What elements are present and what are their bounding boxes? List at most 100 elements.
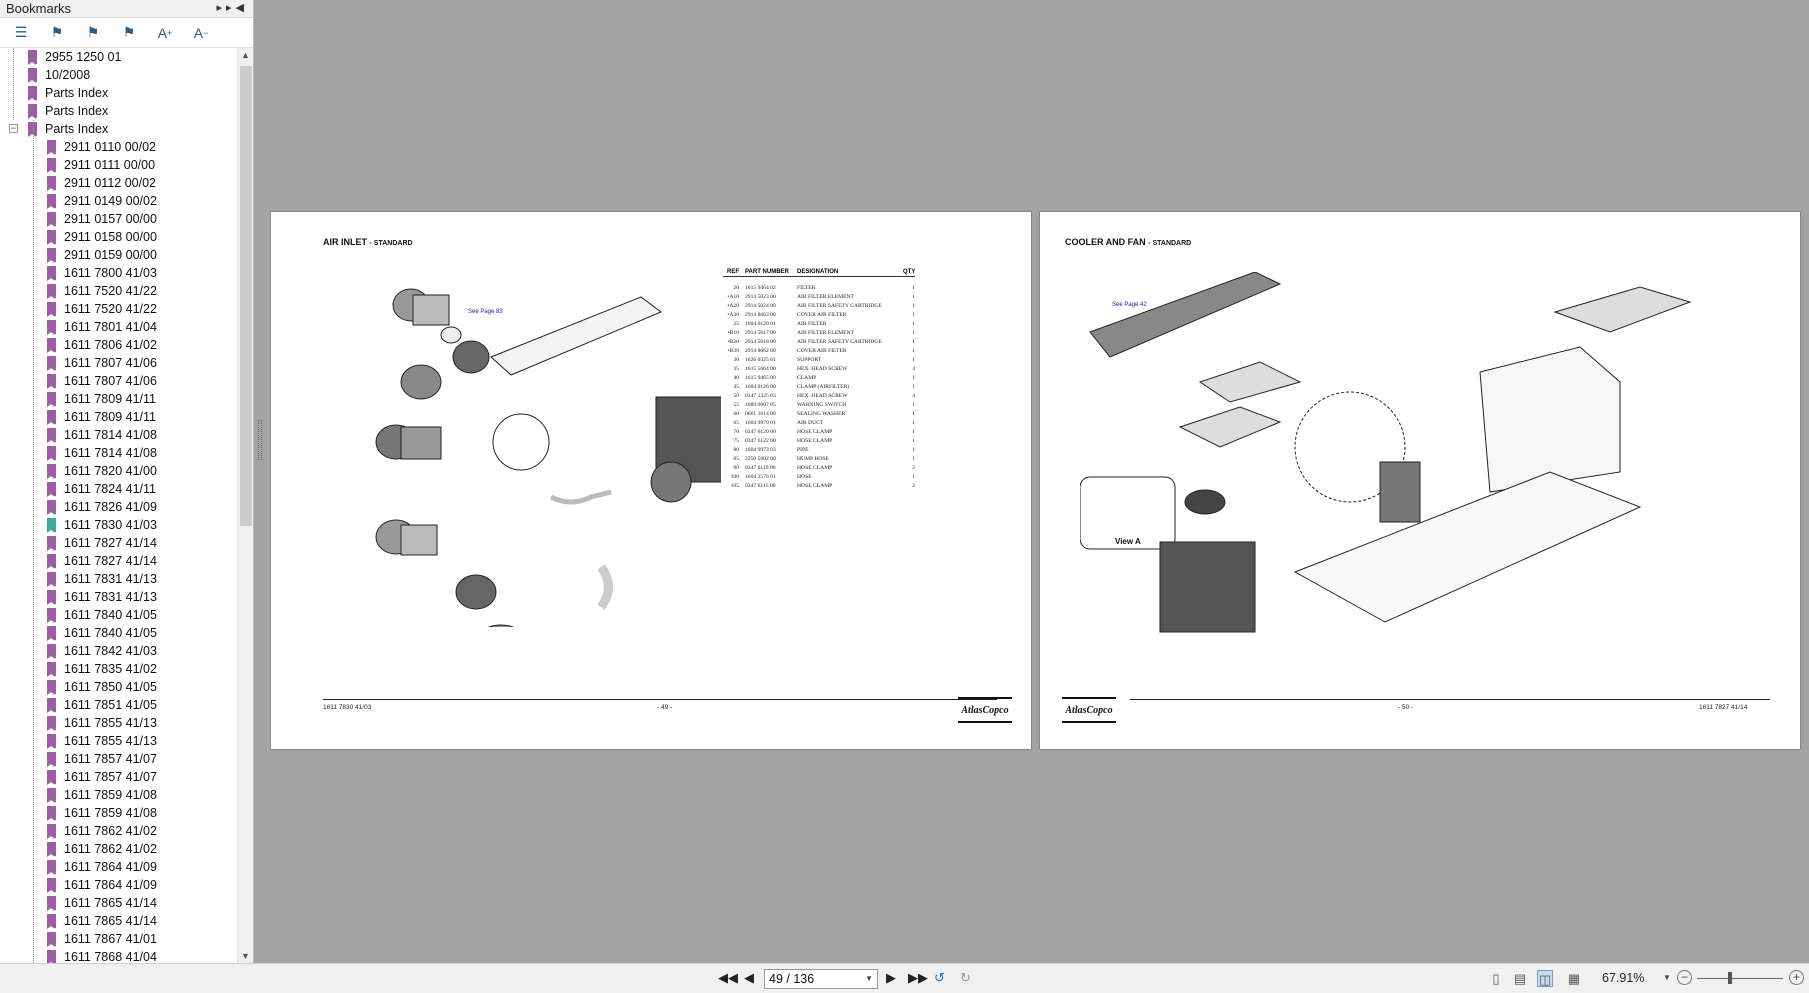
bookmark-child-item[interactable]: 1611 7850 41/05 — [0, 678, 237, 696]
bookmark-icon — [47, 284, 56, 299]
bookmark-child-item[interactable]: 1611 7827 41/14 — [0, 552, 237, 570]
bookmark-child-item[interactable]: 1611 7814 41/08 — [0, 444, 237, 462]
zoom-dropdown-icon[interactable]: ▼ — [1663, 973, 1671, 982]
bookmark-child-item[interactable]: 1611 7859 41/08 — [0, 786, 237, 804]
bookmark-child-item[interactable]: 1611 7859 41/08 — [0, 804, 237, 822]
qty-cell: 1 — [912, 411, 915, 417]
scrollbar-thumb[interactable] — [240, 66, 252, 526]
next-page-icon[interactable]: ▶ — [886, 970, 896, 985]
zoom-slider-thumb[interactable] — [1727, 972, 1732, 984]
expand-bookmark-icon[interactable]: ⚑ — [86, 24, 100, 40]
bookmark-child-item[interactable]: 1611 7809 41/11 — [0, 390, 237, 408]
bookmark-child-item[interactable]: 1611 7806 41/02 — [0, 336, 237, 354]
increase-text-size-icon[interactable]: A+ — [157, 24, 173, 41]
first-page-icon[interactable]: ◀◀ — [718, 970, 738, 985]
bookmark-child-item[interactable]: 1611 7855 41/13 — [0, 714, 237, 732]
bookmark-child-item[interactable]: 2911 0111 00/00 — [0, 156, 237, 174]
bookmark-child-item[interactable]: 1611 7807 41/06 — [0, 372, 237, 390]
scroll-down-icon[interactable]: ▼ — [241, 951, 250, 961]
bookmark-child-item[interactable]: 1611 7800 41/03 — [0, 264, 237, 282]
decrease-text-size-icon[interactable]: A− — [193, 24, 209, 41]
bookmark-child-item[interactable]: 1611 7835 41/02 — [0, 660, 237, 678]
bookmarks-scrollbar[interactable]: ▲ ▼ — [237, 48, 253, 963]
panel-resize-grip[interactable] — [258, 420, 262, 460]
bookmark-child-item[interactable]: 1611 7862 41/02 — [0, 822, 237, 840]
bookmark-child-item[interactable]: 1611 7865 41/14 — [0, 894, 237, 912]
collapse-panel-icon[interactable]: ◀ — [235, 2, 248, 14]
find-bookmark-icon[interactable]: ⚑ — [122, 24, 136, 40]
facing-view-icon[interactable]: ◫ — [1537, 970, 1553, 987]
page-dropdown-icon[interactable]: ▼ — [865, 974, 873, 983]
bookmark-child-item[interactable]: 1611 7868 41/04 — [0, 948, 237, 963]
bookmark-child-item[interactable]: 1611 7857 41/07 — [0, 768, 237, 786]
bookmark-child-item[interactable]: 1611 7520 41/22 — [0, 300, 237, 318]
bookmark-child-item[interactable]: 1611 7831 41/13 — [0, 570, 237, 588]
bookmark-child-item[interactable]: 1611 7520 41/22 — [0, 282, 237, 300]
page-number-input[interactable]: 49 / 136 ▼ — [764, 969, 878, 989]
bookmark-item[interactable]: Parts Index — [0, 102, 237, 120]
bookmark-child-item[interactable]: 2911 0112 00/02 — [0, 174, 237, 192]
go-back-icon[interactable]: ↺ — [934, 970, 945, 985]
bookmark-child-item[interactable]: 1611 7862 41/02 — [0, 840, 237, 858]
bookmark-child-item[interactable]: 1611 7851 41/05 — [0, 696, 237, 714]
bookmark-label: 1611 7864 41/09 — [64, 860, 157, 874]
bookmark-icon — [47, 950, 56, 963]
single-page-view-icon[interactable]: ▯ — [1492, 971, 1500, 986]
new-bookmark-icon[interactable]: ⚑ — [50, 24, 64, 40]
bookmark-child-item[interactable]: 1611 7801 41/04 — [0, 318, 237, 336]
last-page-icon[interactable]: ▶▶ — [908, 970, 928, 985]
zoom-out-icon[interactable]: − — [1677, 970, 1692, 985]
bookmark-child-item[interactable]: 1611 7830 41/03 — [0, 516, 237, 534]
zoom-level[interactable]: 67.91% — [1602, 971, 1645, 985]
panel-options-icon[interactable]: ▸▸ — [216, 2, 236, 14]
bookmark-child-item[interactable]: 1611 7840 41/05 — [0, 606, 237, 624]
bookmark-child-item[interactable]: 2911 0149 00/02 — [0, 192, 237, 210]
scroll-up-icon[interactable]: ▲ — [241, 50, 250, 60]
bookmark-child-item[interactable]: 2911 0110 00/02 — [0, 138, 237, 156]
bookmark-child-item[interactable]: 1611 7814 41/08 — [0, 426, 237, 444]
bookmark-icon — [47, 752, 56, 767]
collapse-node-icon[interactable]: − — [9, 123, 18, 133]
bookmark-child-item[interactable]: 1611 7820 41/00 — [0, 462, 237, 480]
bookmark-child-item[interactable]: 1611 7865 41/14 — [0, 912, 237, 930]
bookmark-child-item[interactable]: 1611 7867 41/01 — [0, 930, 237, 948]
bookmark-child-item[interactable]: 1611 7864 41/09 — [0, 876, 237, 894]
continuous-facing-view-icon[interactable]: ▦ — [1567, 971, 1581, 986]
bookmark-child-item[interactable]: 1611 7827 41/14 — [0, 534, 237, 552]
bookmark-item[interactable]: 10/2008 — [0, 66, 237, 84]
bookmark-child-item[interactable]: 2911 0157 00/00 — [0, 210, 237, 228]
go-forward-icon[interactable]: ↻ — [960, 970, 971, 985]
qty-cell: 1 — [912, 474, 915, 480]
bookmark-item[interactable]: Parts Index — [0, 84, 237, 102]
bookmark-item[interactable]: 2955 1250 01 — [0, 48, 237, 66]
ref-cell: 105 — [730, 483, 739, 489]
bookmark-item[interactable]: −Parts Index — [0, 120, 237, 138]
zoom-in-icon[interactable]: + — [1789, 970, 1804, 985]
bookmark-child-item[interactable]: 1611 7857 41/07 — [0, 750, 237, 768]
ref-cell: 20 — [733, 285, 739, 291]
continuous-view-icon[interactable]: ▤ — [1513, 971, 1527, 986]
bookmark-child-item[interactable]: 1611 7826 41/09 — [0, 498, 237, 516]
previous-page-icon[interactable]: ◀ — [744, 970, 754, 985]
bookmark-icon — [47, 500, 56, 515]
bookmark-icon — [47, 230, 56, 245]
part-number-cell: 2914 8662 00 — [745, 348, 776, 354]
see-page-link[interactable]: See Page 42 — [1112, 302, 1147, 308]
bookmark-child-item[interactable]: 2911 0158 00/00 — [0, 228, 237, 246]
bookmark-child-item[interactable]: 1611 7809 41/11 — [0, 408, 237, 426]
zoom-slider[interactable] — [1697, 978, 1783, 979]
bookmark-child-item[interactable]: 1611 7864 41/09 — [0, 858, 237, 876]
bookmark-child-item[interactable]: 1611 7840 41/05 — [0, 624, 237, 642]
bookmark-options-icon[interactable]: ☰ — [14, 24, 28, 40]
bookmark-child-item[interactable]: 1611 7831 41/13 — [0, 588, 237, 606]
bookmark-icon — [28, 50, 37, 65]
bookmark-child-item[interactable]: 1611 7807 41/06 — [0, 354, 237, 372]
bookmark-child-item[interactable]: 1611 7824 41/11 — [0, 480, 237, 498]
bookmark-child-item[interactable]: 1611 7842 41/03 — [0, 642, 237, 660]
bookmark-child-item[interactable]: 1611 7855 41/13 — [0, 732, 237, 750]
bookmark-child-item[interactable]: 2911 0159 00/00 — [0, 246, 237, 264]
see-page-link[interactable]: See Page 83 — [468, 309, 503, 315]
ref-cell: •A20 — [727, 303, 739, 309]
